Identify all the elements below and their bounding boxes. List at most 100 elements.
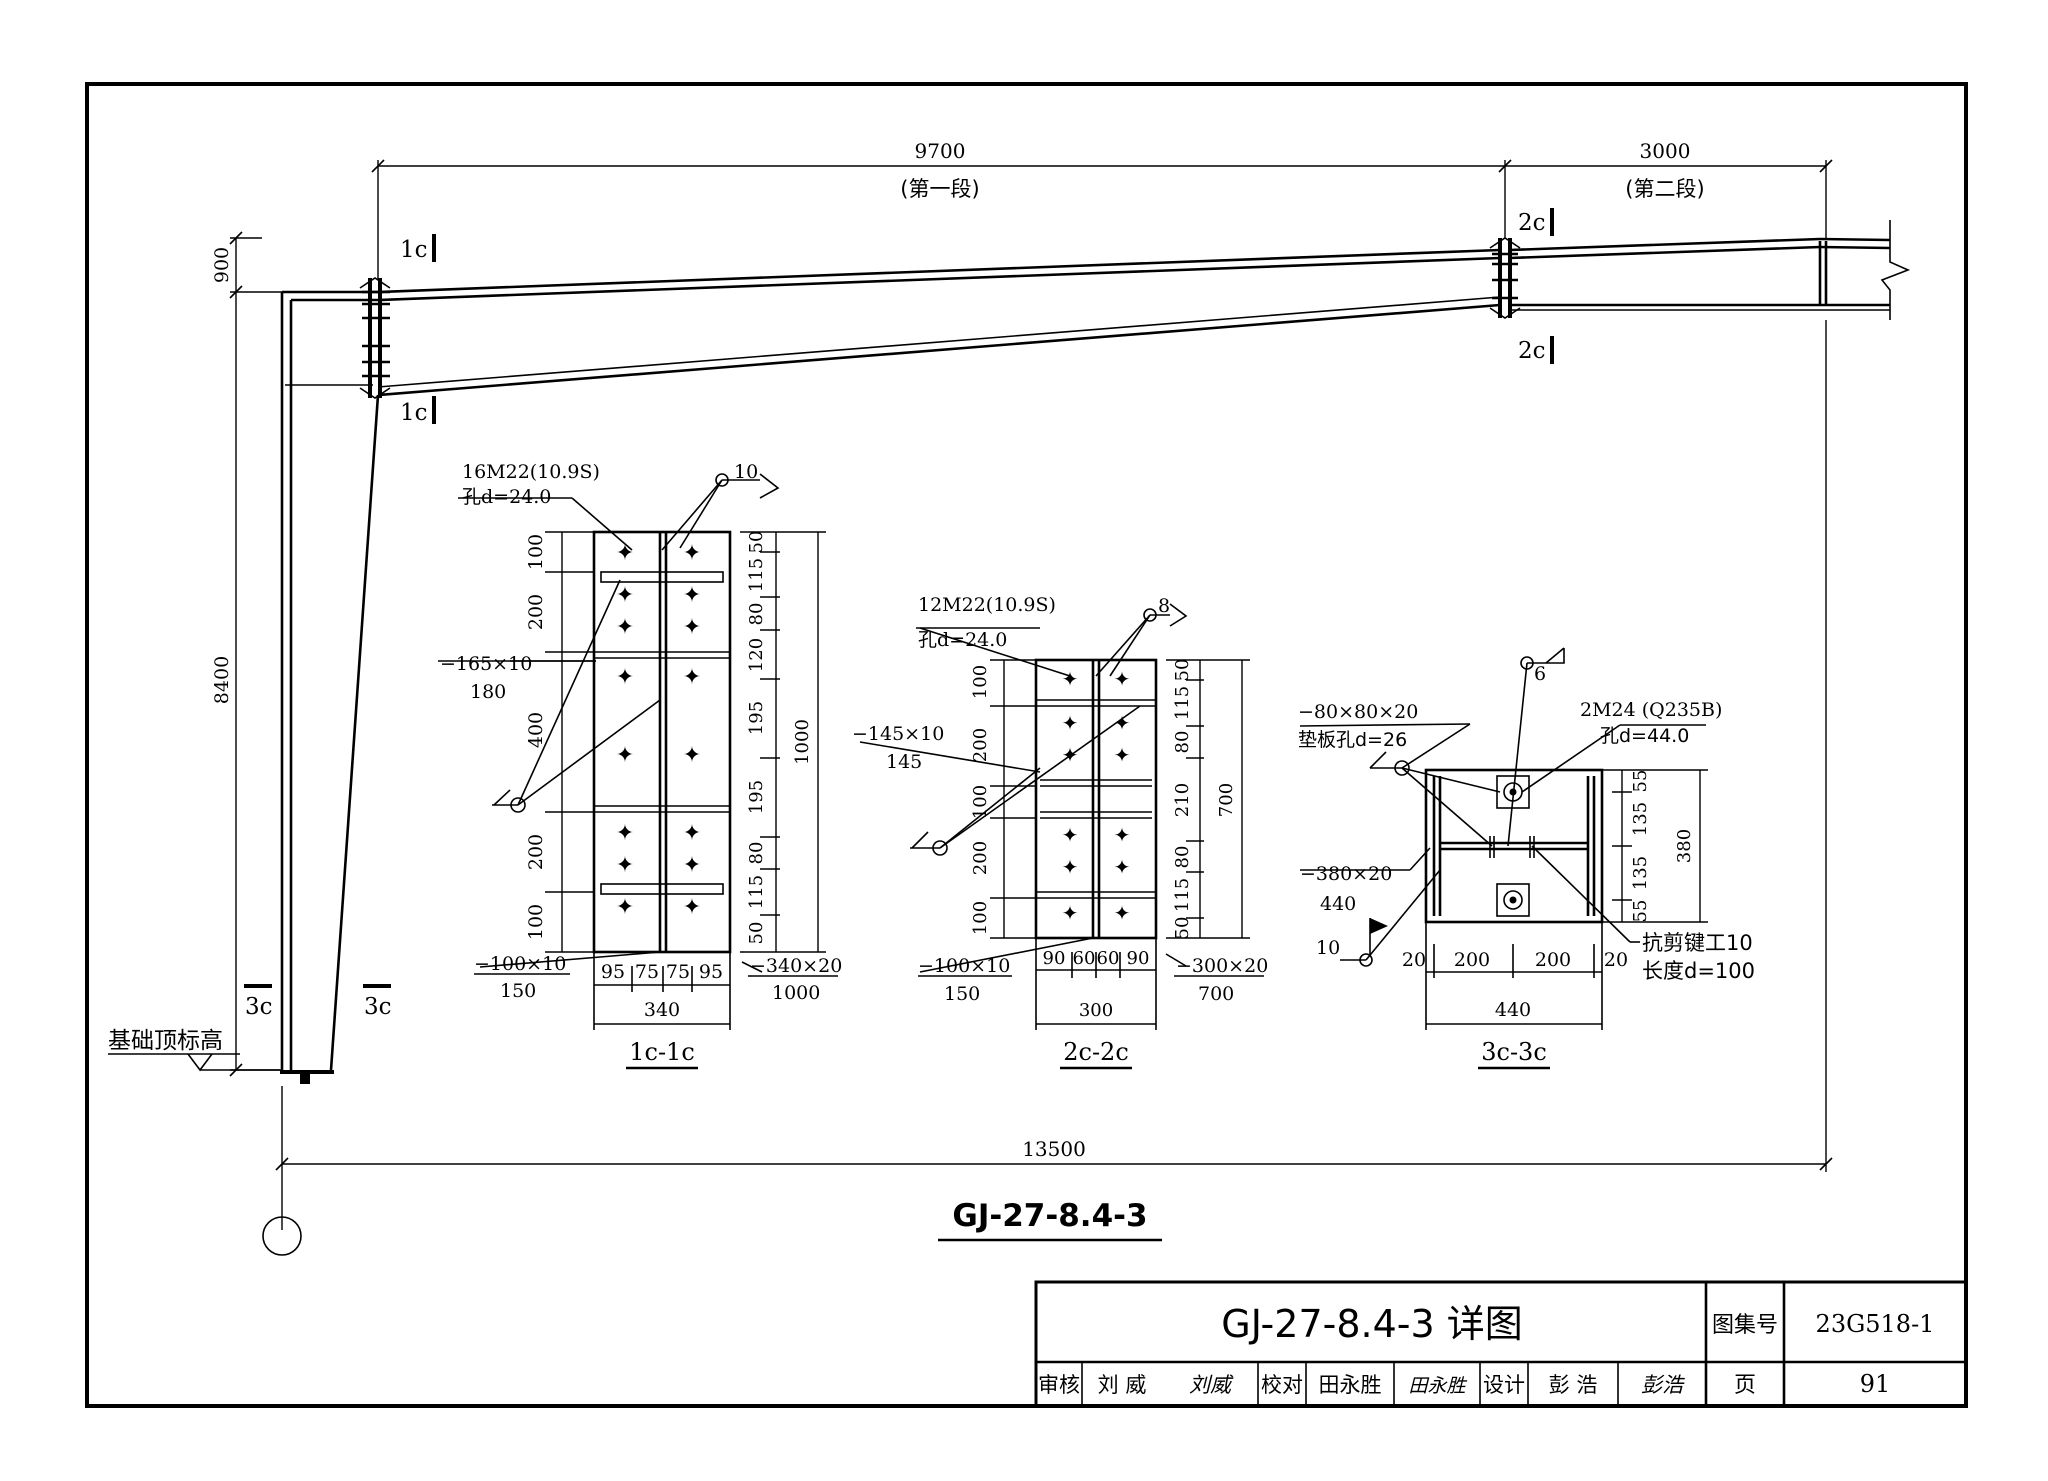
svg-text:✦: ✦ xyxy=(683,895,701,920)
base-plate-3c: −380×20 xyxy=(1300,863,1392,885)
title-2c: 2c-2c xyxy=(1063,1038,1129,1066)
page-no: 91 xyxy=(1860,1370,1891,1398)
frame-title: GJ-27-8.4-3 xyxy=(952,1198,1147,1234)
dim-seg2-label: (第二段) xyxy=(1625,177,1704,201)
svg-text:✦: ✦ xyxy=(616,583,634,608)
mark-2c-top: 2c xyxy=(1518,210,1546,236)
stiffener-len-2c: 145 xyxy=(886,751,922,773)
svg-text:135: 135 xyxy=(1630,856,1651,890)
bolts-2c: 12M22(10.9S) xyxy=(918,594,1056,616)
svg-text:✦: ✦ xyxy=(683,615,701,640)
dim-haunch-height: 900 xyxy=(211,247,233,283)
svg-text:700: 700 xyxy=(1216,783,1237,817)
svg-text:✦: ✦ xyxy=(1062,711,1079,735)
washer-hole-3c: 垫板孔d=26 xyxy=(1298,729,1407,751)
svg-text:✦: ✦ xyxy=(616,821,634,846)
mark-2c-bottom: 2c xyxy=(1518,338,1546,364)
shear-key-3c: 抗剪键工10 xyxy=(1642,931,1753,955)
svg-text:380: 380 xyxy=(1674,829,1695,863)
section-3c-3c: 55 135 135 55 380 20 200 200 20 440 xyxy=(1298,647,1755,1070)
svg-text:✦: ✦ xyxy=(1114,667,1131,691)
svg-text:95: 95 xyxy=(699,961,723,983)
dims-2c-bottom: 90 60 60 90 300 xyxy=(1043,948,1150,1021)
reviewer-signature: 刘威 xyxy=(1189,1373,1234,1397)
svg-text:✦: ✦ xyxy=(683,743,701,768)
dims-3c-right: 55 135 135 55 380 xyxy=(1630,770,1695,923)
weld-bottom-3c: 10 xyxy=(1316,937,1340,959)
svg-text:✦: ✦ xyxy=(616,743,634,768)
drawing-title: GJ-27-8.4-3 详图 xyxy=(1221,1302,1522,1346)
svg-text:✦: ✦ xyxy=(1114,901,1131,925)
splice-2c xyxy=(1489,237,1521,319)
dim-total-span: 13500 xyxy=(1022,1137,1086,1161)
axis-bubble xyxy=(262,1216,302,1256)
weld-top-3c: 6 xyxy=(1534,663,1546,685)
svg-text:195: 195 xyxy=(746,701,767,735)
washer-3c: −80×80×20 xyxy=(1298,701,1418,723)
hole-2c: 孔d=24.0 xyxy=(918,629,1007,651)
mark-1c-bottom: 1c xyxy=(400,400,428,426)
svg-text:50: 50 xyxy=(746,922,767,945)
svg-text:✦: ✦ xyxy=(1062,855,1079,879)
svg-text:✦: ✦ xyxy=(1114,855,1131,879)
stiffener-len-1c: 180 xyxy=(470,681,506,703)
anchor-3c: 2M24 (Q235B) xyxy=(1580,699,1722,721)
stiffener-2c: −145×10 xyxy=(852,723,944,745)
bolts-1c: 16M22(10.9S) xyxy=(462,461,600,483)
svg-text:115: 115 xyxy=(746,875,767,909)
svg-text:200: 200 xyxy=(1535,949,1571,971)
svg-text:200: 200 xyxy=(525,594,547,630)
atlas-no: 23G518-1 xyxy=(1816,1310,1935,1338)
svg-text:135: 135 xyxy=(1630,802,1651,836)
svg-text:115: 115 xyxy=(746,558,767,592)
plate-small-2c: −100×10 xyxy=(918,955,1010,977)
svg-text:1000: 1000 xyxy=(792,719,813,765)
weld-1c: 10 xyxy=(734,461,758,483)
sheet-border xyxy=(85,82,1968,1408)
svg-text:80: 80 xyxy=(1172,846,1193,869)
end-plate-len-1c: 1000 xyxy=(772,982,820,1004)
svg-text:90: 90 xyxy=(1043,948,1066,969)
svg-text:55: 55 xyxy=(1630,900,1651,923)
svg-text:100: 100 xyxy=(970,901,991,935)
title-1c: 1c-1c xyxy=(629,1038,695,1066)
stiffener-1c: −165×10 xyxy=(440,653,532,675)
svg-text:115: 115 xyxy=(1172,686,1193,720)
dims-1c-left: 100 200 400 200 100 xyxy=(525,534,547,940)
section-1c-1c: ✦✦ ✦✦ ✦✦ ✦✦ ✦✦ ✦✦ ✦✦ ✦✦ 100 200 400 200 … xyxy=(438,461,842,1070)
svg-text:50: 50 xyxy=(1172,917,1193,940)
check-label: 校对 xyxy=(1261,1373,1303,1397)
shear-key-len-3c: 长度d=100 xyxy=(1642,959,1755,983)
splice-1c xyxy=(359,277,391,399)
dims-1c-right: 50 115 80 120 195 195 80 115 50 1000 xyxy=(746,531,813,945)
svg-text:✦: ✦ xyxy=(683,665,701,690)
svg-text:✦: ✦ xyxy=(1114,823,1131,847)
svg-text:50: 50 xyxy=(746,531,767,554)
dim-seg2-length: 3000 xyxy=(1640,139,1691,163)
plate-small-1c: −100×10 xyxy=(474,953,566,975)
dim-seg1-label: (第一段) xyxy=(900,177,979,201)
svg-text:60: 60 xyxy=(1073,948,1096,969)
svg-text:60: 60 xyxy=(1097,948,1120,969)
dim-column-height: 8400 xyxy=(211,656,233,704)
end-plate-len-2c: 700 xyxy=(1198,983,1234,1005)
svg-text:210: 210 xyxy=(1172,783,1193,817)
svg-text:120: 120 xyxy=(746,638,767,672)
svg-text:200: 200 xyxy=(970,841,991,875)
base-plate-len-3c: 440 xyxy=(1320,893,1356,915)
svg-text:✦: ✦ xyxy=(1062,901,1079,925)
end-plate-2c: −300×20 xyxy=(1176,955,1268,977)
svg-text:115: 115 xyxy=(1172,878,1193,912)
frame-elevation: 9700 (第一段) 3000 (第二段) 900 8400 1c 1c 2c … xyxy=(108,139,1911,1256)
bolt-pattern-2c: ✦✦ ✦✦ ✦✦ ✦✦ ✦✦ ✦✦ xyxy=(1062,667,1131,925)
dims-2c-right: 50 115 80 210 80 115 50 700 xyxy=(1172,659,1237,940)
title-block: GJ-27-8.4-3 详图 图集号 23G518-1 页 91 审核 刘 威 … xyxy=(1034,1280,1968,1408)
svg-text:✦: ✦ xyxy=(683,821,701,846)
checker-signature: 田永胜 xyxy=(1408,1375,1467,1397)
svg-text:✦: ✦ xyxy=(1114,743,1131,767)
dims-1c-bottom: 95 75 75 95 340 xyxy=(601,961,723,1021)
svg-text:300: 300 xyxy=(1079,1000,1113,1021)
anchor-hole-3c: 孔d=44.0 xyxy=(1600,725,1689,747)
foundation-label: 基础顶标高 xyxy=(108,1028,223,1054)
svg-text:400: 400 xyxy=(525,712,547,748)
